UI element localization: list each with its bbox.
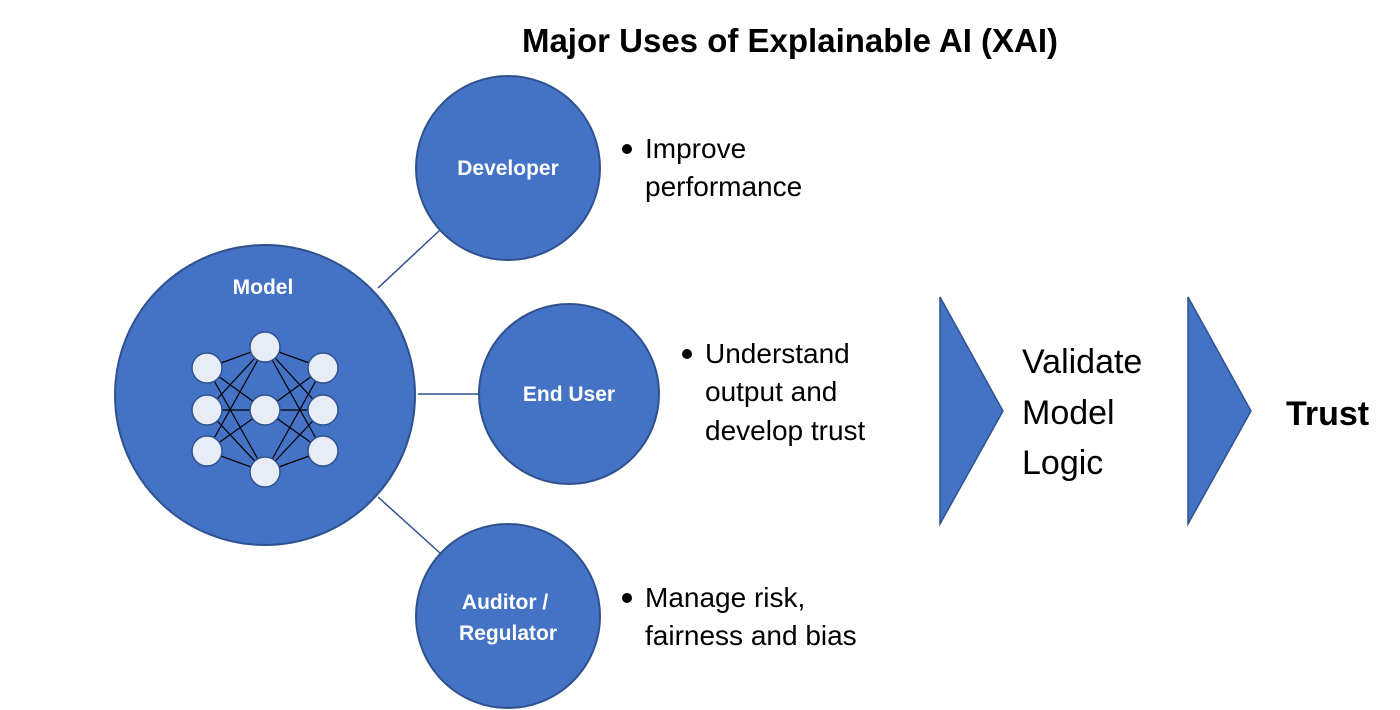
stakeholder-end-user: End User Understand output and develop t… — [478, 303, 866, 485]
stakeholder-developer: Developer Improve performance — [415, 75, 802, 261]
end-user-circle — [478, 303, 660, 485]
end-user-description: Understand output and develop trust — [705, 338, 866, 446]
auditor-description: Manage risk, fairness and bias — [645, 582, 857, 651]
developer-circle — [415, 75, 601, 261]
developer-description: Improve performance — [645, 133, 802, 202]
model-label: Model — [233, 276, 294, 299]
model-node: Model — [114, 244, 416, 546]
auditor-label: Auditor / Regulator — [459, 591, 557, 645]
bullet-dot — [622, 144, 632, 154]
neural-network-icon — [191, 331, 339, 488]
arrow-chevron-icon — [939, 296, 1004, 527]
connector-developer — [377, 229, 441, 289]
developer-label: Developer — [457, 157, 559, 180]
arrow-chevron-icon — [1187, 296, 1252, 527]
bullet-dot — [622, 593, 632, 603]
auditor-circle — [415, 523, 601, 709]
validate-model-logic-text: Validate Model Logic — [1022, 343, 1152, 482]
flow: Validate Model Logic Trust — [939, 296, 1369, 527]
connector-auditor — [377, 496, 441, 554]
stakeholder-auditor-regulator: Auditor / Regulator Manage risk, fairnes… — [415, 523, 857, 709]
diagram-title: Major Uses of Explainable AI (XAI) — [522, 22, 1058, 59]
end-user-label: End User — [523, 383, 615, 406]
connectors — [377, 229, 480, 554]
bullet-dot — [682, 349, 692, 359]
trust-text: Trust — [1286, 395, 1369, 433]
